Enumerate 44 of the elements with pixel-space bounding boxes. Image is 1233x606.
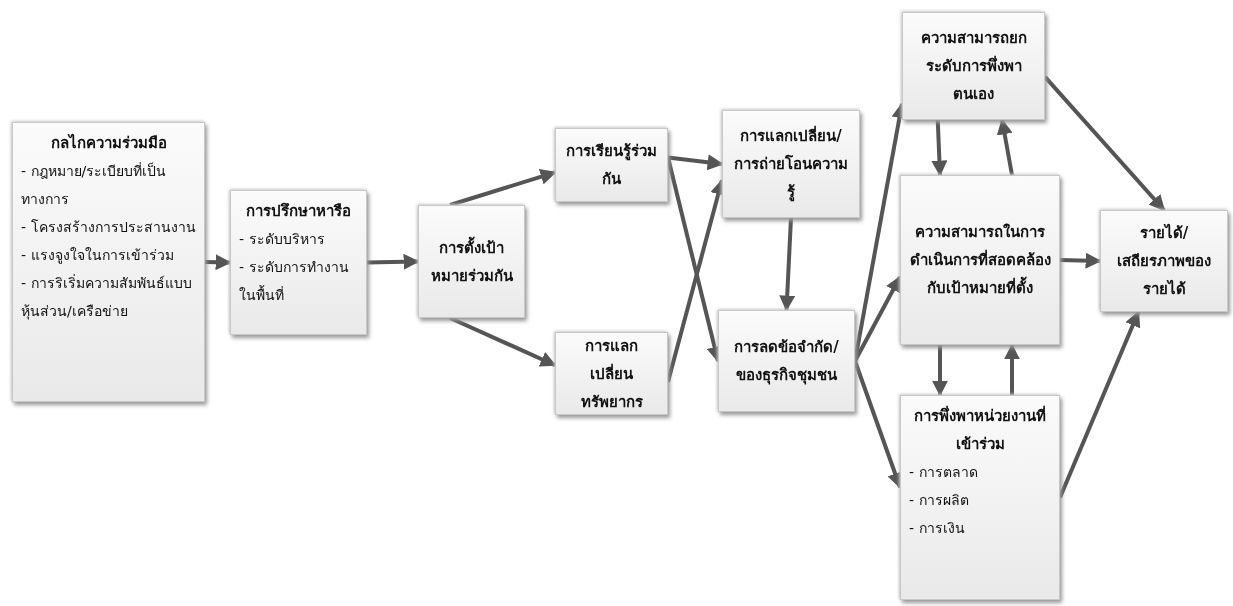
box-title: กลไกความร่วมมือ bbox=[49, 132, 168, 154]
list-item: - การเงิน bbox=[909, 519, 966, 538]
list-item: - แรงจูงใจในการเข้าร่วม bbox=[21, 246, 175, 266]
process-box bbox=[555, 128, 668, 202]
box-text: การแลกเปลี่ยนทรัพยากร bbox=[579, 335, 644, 413]
arrow bbox=[932, 345, 948, 397]
arrow bbox=[1059, 252, 1102, 269]
process-box bbox=[900, 175, 1060, 345]
process-box bbox=[902, 12, 1045, 120]
process-box bbox=[418, 205, 525, 318]
arrow bbox=[449, 169, 557, 207]
arrow bbox=[1058, 310, 1141, 499]
box-text: ความสามารถยกระดับการพึ่งพาตนเอง bbox=[919, 28, 1028, 105]
box-text: การตั้งเป้าหมายร่วมกัน bbox=[429, 235, 514, 287]
process-box bbox=[1100, 210, 1228, 312]
process-box bbox=[230, 190, 367, 335]
process-box bbox=[12, 122, 205, 402]
box-text: การแลกเปลี่ยน/การถ่ายโอนความรู้ bbox=[733, 124, 849, 204]
list-item: - กฎหมาย/ระเบียบที่เป็นทางการ bbox=[21, 161, 168, 209]
list-item: - การตลาด bbox=[909, 463, 979, 482]
arrow bbox=[1043, 75, 1166, 212]
list-item: - โครงสร้างการประสานงาน bbox=[21, 218, 196, 237]
process-box bbox=[555, 332, 668, 415]
arrow bbox=[931, 119, 948, 177]
list-item: - ระดับบริหาร bbox=[239, 230, 326, 249]
arrow bbox=[779, 217, 796, 312]
process-box bbox=[900, 395, 1060, 600]
arrow bbox=[366, 253, 420, 270]
arrow bbox=[1004, 343, 1020, 395]
box-text: ความสามารถในการดำเนินการที่สอดคล้องกับเป้าหมายที่ตั้ง bbox=[909, 222, 1051, 299]
box-title: การปรึกษาหารือ bbox=[245, 201, 352, 222]
arrow bbox=[204, 254, 232, 271]
box-text: รายได้/เสถียรภาพของรายได้ bbox=[1116, 222, 1212, 300]
box-text: การเรียนรู้ร่วมกัน bbox=[565, 141, 658, 190]
list-item: - การริเริ่มความสัมพันธ์แบบหุ้นส่วน/เครือข่าย bbox=[21, 273, 193, 322]
box-title: การพึ่งพาหน่วยงานที่เข้าร่วม bbox=[913, 404, 1047, 455]
list-item: - ระดับการทำงานในพื้นที่ bbox=[239, 258, 350, 305]
process-box bbox=[718, 310, 855, 412]
box-text: การลดข้อจำกัด/ของธุรกิจชุมชน bbox=[733, 337, 840, 387]
arrow bbox=[996, 118, 1014, 176]
list-item: - การผลิต bbox=[909, 491, 970, 510]
process-box bbox=[722, 110, 860, 218]
arrow bbox=[449, 316, 557, 368]
arrow bbox=[667, 154, 724, 171]
